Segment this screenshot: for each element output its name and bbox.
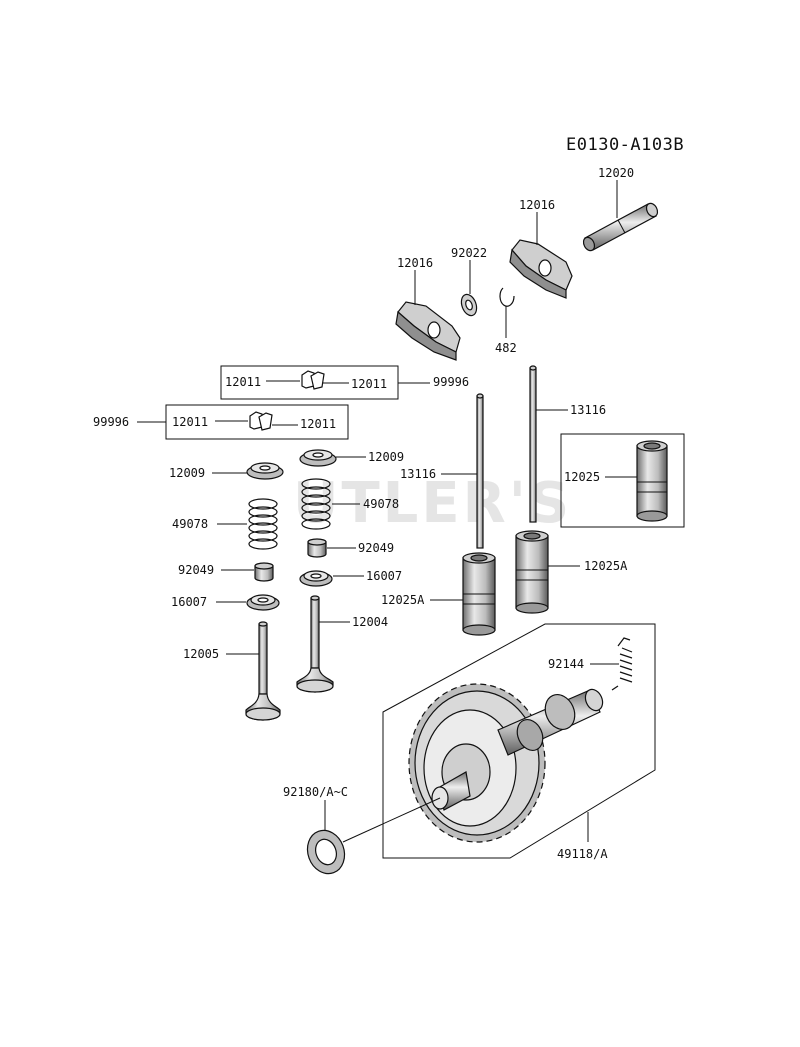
label-kit-top-key-left: 12011 — [225, 375, 261, 389]
pushrod-right-part — [529, 365, 537, 523]
label-washer: 92022 — [451, 246, 487, 260]
label-governor-spring: 92144 — [548, 657, 584, 671]
spring-right-part — [301, 478, 331, 530]
diagram-code: E0130-A103B — [566, 135, 684, 155]
label-pushrod-right: 13116 — [570, 403, 606, 417]
rocker-arm-left-part — [395, 301, 461, 361]
label-rocker-arm-left: 12016 — [397, 256, 433, 270]
label-tappet-left: 12025A — [381, 593, 425, 607]
label-valve-intake: 12004 — [352, 615, 388, 629]
label-seat-right: 16007 — [366, 569, 402, 583]
valve-exhaust-part — [245, 621, 281, 721]
label-rocker-arm-right: 12016 — [519, 198, 555, 212]
tappet-inset-part — [636, 440, 668, 522]
rocker-arm-right-part — [509, 239, 573, 299]
seal-right-part — [307, 538, 327, 558]
label-tappet-right: 12025A — [584, 559, 628, 573]
seat-right-part — [299, 570, 333, 587]
tappet-inset-box — [560, 433, 685, 528]
valve-key-bottom-part — [249, 411, 273, 431]
retainer-right-part — [299, 449, 337, 467]
label-retainer-right: 12009 — [368, 450, 404, 464]
label-seal-left: 92049 — [178, 563, 214, 577]
tappet-left-part — [462, 552, 496, 636]
label-retainer-left: 12009 — [169, 466, 205, 480]
label-camshaft-shim: 92180/A~C — [283, 785, 348, 799]
seal-left-part — [254, 562, 274, 582]
label-kit-top-key-right: 12011 — [351, 377, 387, 391]
pushrod-left-part — [476, 393, 484, 549]
camshaft-shim-part — [306, 829, 346, 875]
label-valve-exhaust: 12005 — [183, 647, 219, 661]
label-seat-left: 16007 — [171, 595, 207, 609]
seat-left-part — [246, 594, 280, 611]
retainer-left-part — [246, 462, 284, 480]
governor-spring-part — [611, 637, 633, 691]
label-kit-bottom-key-right: 12011 — [300, 417, 336, 431]
washer-part — [460, 293, 478, 317]
label-seal-right: 92049 — [358, 541, 394, 555]
camshaft-frame — [382, 623, 656, 859]
tappet-right-part — [515, 530, 549, 614]
label-spring-right: 49078 — [363, 497, 399, 511]
valve-key-top-part — [301, 370, 325, 390]
label-kit-bottom: 99996 — [93, 415, 129, 429]
label-camshaft: 49118/A — [557, 847, 608, 861]
label-rocker-shaft: 12020 — [598, 166, 634, 180]
label-tappet-box: 12025 — [564, 470, 600, 484]
camshaft-part — [408, 683, 604, 843]
valve-intake-part — [296, 595, 334, 693]
label-circlip: 482 — [495, 341, 517, 355]
circlip-part — [499, 287, 515, 307]
label-pushrod-left: 13116 — [400, 467, 436, 481]
label-kit-bottom-key-left: 12011 — [172, 415, 208, 429]
label-spring-left: 49078 — [172, 517, 208, 531]
rocker-shaft-part — [582, 202, 659, 252]
spring-left-part — [248, 498, 278, 550]
label-kit-top: 99996 — [433, 375, 469, 389]
